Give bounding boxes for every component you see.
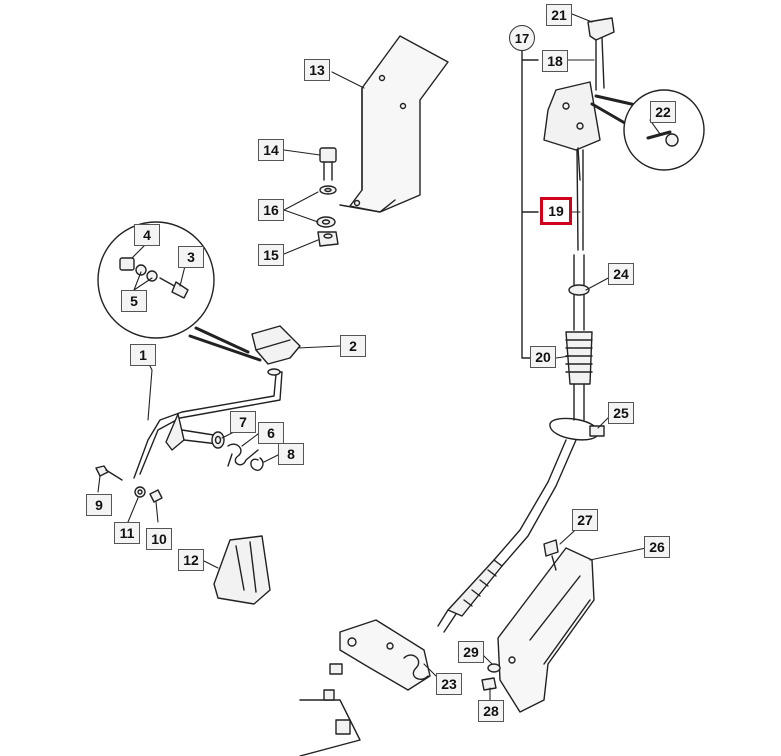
bolt-14 (319, 147, 337, 181)
linkage-23 (299, 619, 431, 756)
main-cable (493, 439, 577, 567)
pedal-arm (133, 368, 283, 479)
bolt-27 (543, 539, 559, 571)
callout-22: 22 (650, 101, 676, 123)
callout-29: 29 (458, 641, 484, 663)
callout-3: 3 (178, 246, 204, 268)
callout-28: 28 (478, 700, 504, 722)
callout-27: 27 (572, 509, 598, 531)
pedal-pad (251, 325, 301, 365)
callout-10: 10 (146, 528, 172, 550)
lower-bellows (437, 559, 503, 633)
nut-10 (149, 489, 163, 503)
callout-13: 13 (304, 59, 330, 81)
washer-29 (487, 663, 501, 673)
callout-20: 20 (530, 346, 556, 368)
callout-6: 6 (258, 422, 284, 444)
callout-2: 2 (340, 335, 366, 357)
collar-24 (568, 254, 590, 331)
handle-knob (587, 17, 615, 91)
bracket-26 (497, 547, 595, 713)
callout-11: 11 (114, 522, 140, 544)
callout-19-highlighted: 19 (540, 197, 572, 225)
nut-28 (481, 677, 497, 691)
callout-7: 7 (230, 411, 256, 433)
callout-26: 26 (644, 536, 670, 558)
assembly-bracket-17 (521, 49, 539, 359)
bellows-20 (565, 331, 593, 421)
nut-15 (317, 231, 339, 247)
spring-6 (227, 443, 259, 467)
callout-17: 17 (509, 25, 535, 51)
control-housing (543, 81, 601, 181)
callout-18: 18 (542, 50, 568, 72)
callout-5: 5 (121, 290, 147, 312)
callout-23: 23 (436, 673, 462, 695)
callout-24: 24 (608, 263, 634, 285)
clamp-25 (549, 417, 605, 441)
washer-16 (316, 185, 337, 228)
boot-12 (213, 535, 271, 605)
callout-9: 9 (86, 494, 112, 516)
washer-11 (134, 486, 146, 498)
callout-16: 16 (258, 199, 284, 221)
cable-rod-19 (576, 149, 584, 251)
callout-4: 4 (134, 224, 160, 246)
callout-25: 25 (608, 402, 634, 424)
washer-7 (211, 431, 225, 449)
detail-circle-screw (590, 89, 705, 171)
bracket-plate (339, 35, 449, 213)
callout-1: 1 (130, 344, 156, 366)
callout-14: 14 (258, 139, 284, 161)
pin-9 (95, 465, 123, 481)
callout-15: 15 (258, 244, 284, 266)
callout-8: 8 (278, 443, 304, 465)
callout-12: 12 (178, 549, 204, 571)
callout-21: 21 (546, 4, 572, 26)
clip-8 (250, 457, 264, 471)
